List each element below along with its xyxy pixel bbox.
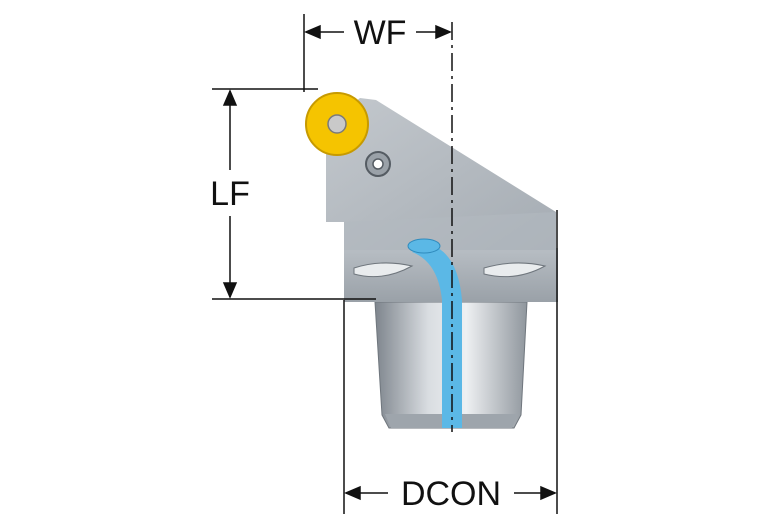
screw-icon — [365, 151, 391, 177]
extension-lines — [212, 14, 558, 514]
lf-label: LF — [210, 175, 250, 213]
head-body — [326, 98, 556, 250]
lf-dimension — [222, 89, 238, 299]
slot-left — [353, 262, 414, 278]
dcon-dimension — [344, 485, 557, 501]
dcon-label: DCON — [401, 475, 501, 513]
insert-icon — [305, 92, 369, 156]
coolant-channel — [407, 238, 462, 428]
slot-right — [483, 262, 547, 278]
wf-label: WF — [354, 14, 407, 52]
wf-dimension — [304, 24, 452, 40]
